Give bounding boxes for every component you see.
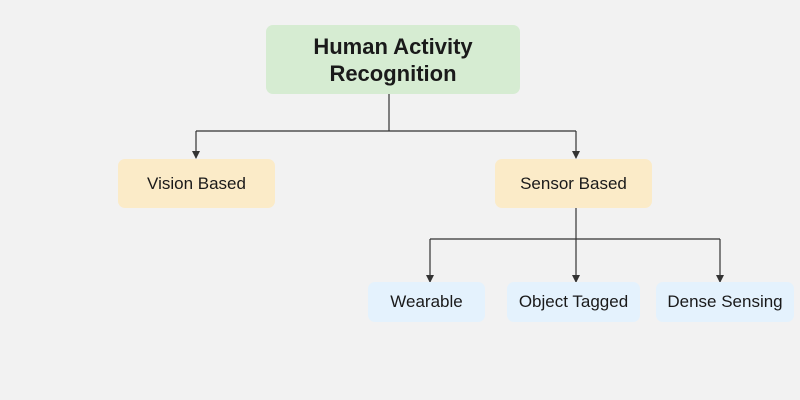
node-wearable: Wearable — [368, 282, 485, 322]
root-title-line2: Recognition — [329, 60, 457, 86]
root-title-line1: Human Activity — [313, 33, 473, 59]
node-vision-based: Vision Based — [118, 159, 275, 208]
node-object-tagged: Object Tagged — [507, 282, 640, 322]
object-tagged-label: Object Tagged — [518, 292, 629, 311]
node-sensor-based: Sensor Based — [495, 159, 652, 208]
sensor-based-label: Sensor Based — [520, 173, 627, 193]
node-human-activity-recognition: Human Activity Recognition — [266, 25, 520, 94]
dense-sensing-label: Dense Sensing — [667, 292, 783, 311]
node-dense-sensing: Dense Sensing — [656, 282, 794, 322]
wearable-label: Wearable — [390, 292, 463, 311]
vision-based-label: Vision Based — [147, 173, 246, 193]
